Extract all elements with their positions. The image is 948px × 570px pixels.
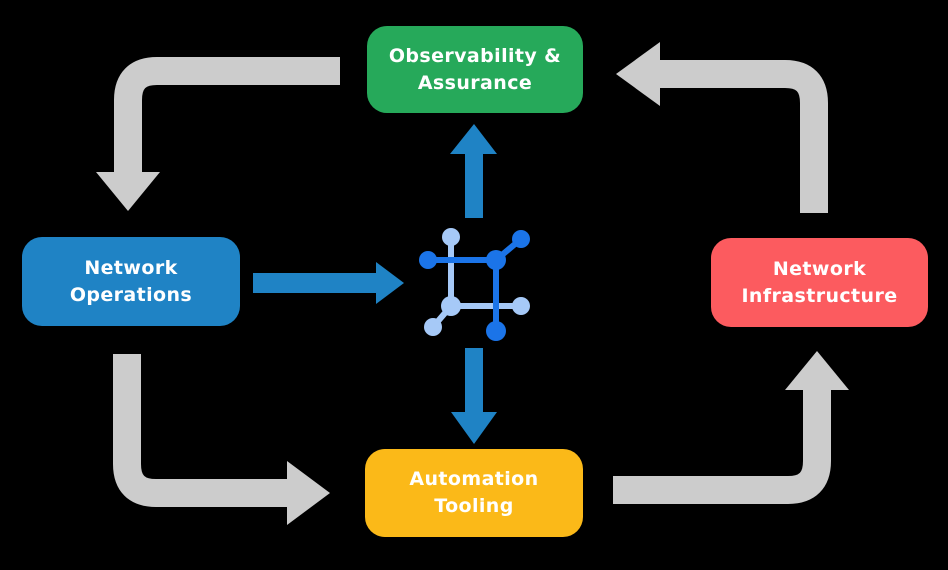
- network-topology-icon-light-part: [424, 228, 530, 336]
- node-label-line: Tooling: [434, 495, 514, 517]
- network-topology-icon-dark-part: [419, 230, 530, 341]
- hub-arrow-hub-to-automation: [451, 348, 497, 444]
- cycle-arrow-observability-to-operations: [96, 57, 340, 211]
- arrowhead-up-icon: [450, 124, 497, 154]
- hub-arrow-hub-to-observability: [450, 124, 497, 218]
- hub-arrow-operations-to-hub: [253, 262, 404, 304]
- node-label-line: Network: [772, 257, 867, 280]
- cycle-arrow-operations-to-automation: [113, 354, 330, 525]
- arrowhead-right-icon: [287, 461, 330, 525]
- node-label: Network Operations: [70, 255, 192, 309]
- arrowhead-left-icon: [616, 42, 660, 106]
- cycle-arrow-automation-to-infrastructure: [613, 351, 849, 504]
- node-label: Automation Tooling: [409, 466, 538, 520]
- node-label-line: Automation: [409, 468, 539, 490]
- node-label: Observability & Assurance: [389, 43, 561, 97]
- node-label-line: Operations: [69, 283, 193, 306]
- node-network-operations: Network Operations: [22, 237, 240, 326]
- node-observability-assurance: Observability & Assurance: [367, 26, 583, 113]
- node-network-infrastructure: Network Infrastructure: [711, 238, 928, 327]
- node-label-line: Observability &: [388, 44, 562, 67]
- node-label-line: Infrastructure: [741, 284, 898, 307]
- cycle-arrow-infrastructure-to-observability: [616, 42, 828, 213]
- arrowhead-down-icon: [451, 412, 497, 444]
- network-topology-icon: [419, 228, 530, 341]
- arrowhead-up-icon: [785, 351, 849, 390]
- node-label: Network Infrastructure: [741, 256, 897, 310]
- arrowhead-right-icon: [376, 262, 404, 304]
- node-automation-tooling: Automation Tooling: [365, 449, 583, 537]
- node-label-line: Assurance: [417, 71, 533, 94]
- node-label-line: Network: [84, 256, 178, 279]
- arrowhead-down-icon: [96, 172, 160, 211]
